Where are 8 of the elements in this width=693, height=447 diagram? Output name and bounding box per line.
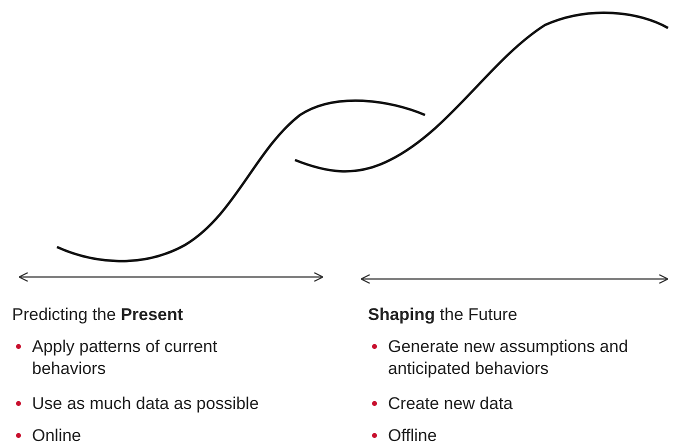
bullet-text: Apply patterns of current behaviors [32, 336, 218, 380]
bullet-text: Create new data [388, 393, 514, 415]
bullet-text: Generate new assumptions and anticipated behaviors [388, 336, 630, 380]
section-heading: Shaping the Future [368, 304, 518, 326]
section-heading: Predicting the Present [12, 304, 184, 326]
bullet-text: Online [32, 425, 82, 447]
bullet-text: Offline [388, 425, 438, 447]
bullet-text: Use as much data as possible [32, 393, 260, 415]
